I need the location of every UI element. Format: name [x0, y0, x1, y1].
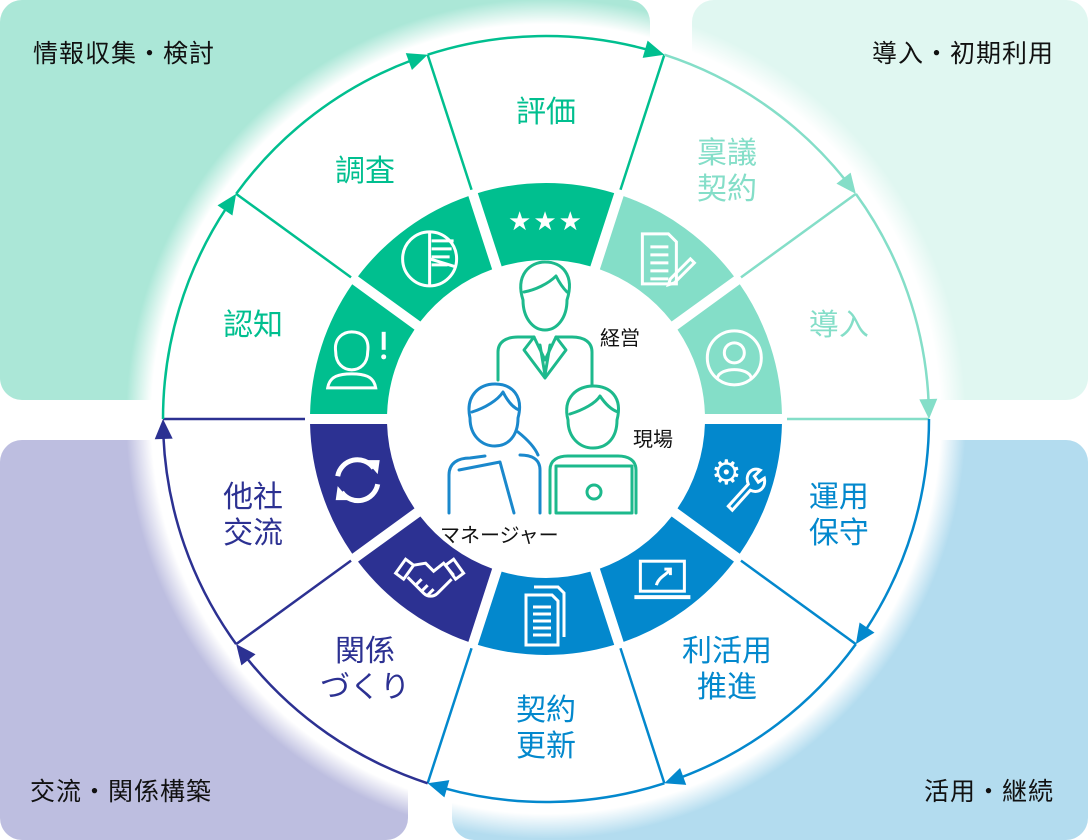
- document-pen-icon: [640, 232, 697, 288]
- pie-chart-icon: [401, 230, 459, 288]
- arrowhead-icon: [236, 644, 256, 666]
- person-alert-icon: [325, 330, 387, 390]
- outer-disc: [152, 25, 940, 813]
- documents-icon: [524, 585, 566, 647]
- svg-text:⚙: ⚙: [711, 453, 741, 493]
- svg-text:★★★: ★★★: [508, 207, 584, 237]
- ring-segment-2: [599, 196, 734, 322]
- arrowhead-icon: [855, 622, 875, 645]
- cycle-arc: [427, 34, 649, 56]
- divider-line: [619, 647, 666, 784]
- stage-label: 契約: [516, 693, 576, 728]
- user-circle-icon: [705, 329, 763, 387]
- stage-label: 推進: [697, 670, 757, 705]
- cycle-arc: [443, 782, 665, 804]
- ring-segment-1: [477, 183, 615, 267]
- stage-label: 利活用: [682, 634, 772, 669]
- arrowhead-icon: [836, 172, 856, 194]
- stage-label: 関係: [335, 634, 395, 669]
- cycle-arc: [245, 656, 429, 785]
- ring-segment-8: [310, 423, 415, 554]
- stage-label: 認知: [223, 308, 283, 343]
- cycle-arc: [679, 643, 857, 779]
- cycle-arc: [161, 206, 228, 420]
- field-worker-figure-icon: [548, 384, 638, 515]
- refresh-icon: [335, 457, 381, 504]
- cycle-arc: [854, 193, 930, 403]
- arrowhead-icon: [664, 767, 687, 785]
- field-label: 現場: [633, 427, 673, 451]
- ring-segment-4: [677, 423, 782, 554]
- stage-label: 評価: [516, 95, 576, 130]
- manager-figure-icon: [447, 382, 542, 515]
- ring-segment-3: [677, 284, 782, 415]
- handshake-icon: [393, 557, 466, 598]
- ring-segment-9: [310, 284, 415, 415]
- ring-segment-10: [358, 196, 493, 322]
- arrowhead-icon: [154, 419, 173, 440]
- quadrant-label-onboarding: 導入・初期利用: [871, 39, 1054, 68]
- arrowhead-icon: [217, 193, 237, 216]
- divider-line: [235, 559, 352, 646]
- stage-label: 保守: [809, 516, 869, 551]
- stage-label: 運用: [809, 480, 869, 515]
- stars-icon: ★★★: [508, 207, 584, 237]
- laptop-icon: [634, 559, 691, 600]
- cycle-arrows: [154, 34, 938, 804]
- stage-label: 更新: [516, 729, 576, 764]
- stage-label: 交流: [223, 516, 283, 551]
- stage-label: 稟議: [697, 136, 757, 171]
- arrowhead-icon: [642, 40, 665, 58]
- ring-segment-5: [599, 516, 734, 642]
- stage-label: 調査: [335, 154, 395, 189]
- executive-figure-icon: [496, 260, 594, 387]
- divider-line: [426, 54, 473, 191]
- arrowhead-icon: [427, 780, 450, 798]
- stage-label: 契約: [697, 172, 757, 207]
- stage-label: 導入: [809, 308, 869, 343]
- cycle-arc: [235, 59, 413, 195]
- manager-label: マネージャー: [440, 523, 559, 547]
- quadrant-label-relationship: 交流・関係構築: [30, 777, 213, 806]
- divider-line: [235, 192, 352, 279]
- stage-label: づくり: [320, 670, 410, 705]
- center-people: [447, 260, 638, 515]
- ring-segment-7: [358, 516, 493, 642]
- divider-line: [740, 559, 857, 646]
- executive-label: 経営: [600, 326, 640, 350]
- divider-line: [426, 647, 473, 784]
- divider-line: [619, 54, 666, 191]
- cycle-arc: [663, 53, 847, 182]
- arrowhead-icon: [405, 53, 428, 71]
- quadrant-label-info-gathering: 情報収集・検討: [33, 39, 216, 68]
- inner-ring: ★★★ ⚙: [310, 183, 782, 655]
- divider-line: [740, 192, 857, 279]
- cycle-arc: [864, 418, 931, 632]
- quadrant-label-utilization: 活用・継続: [923, 777, 1054, 806]
- gear-wrench-icon: ⚙: [711, 453, 767, 513]
- arrowhead-icon: [919, 398, 938, 419]
- cycle-arc: [162, 435, 238, 645]
- stage-label: 他社: [223, 480, 283, 515]
